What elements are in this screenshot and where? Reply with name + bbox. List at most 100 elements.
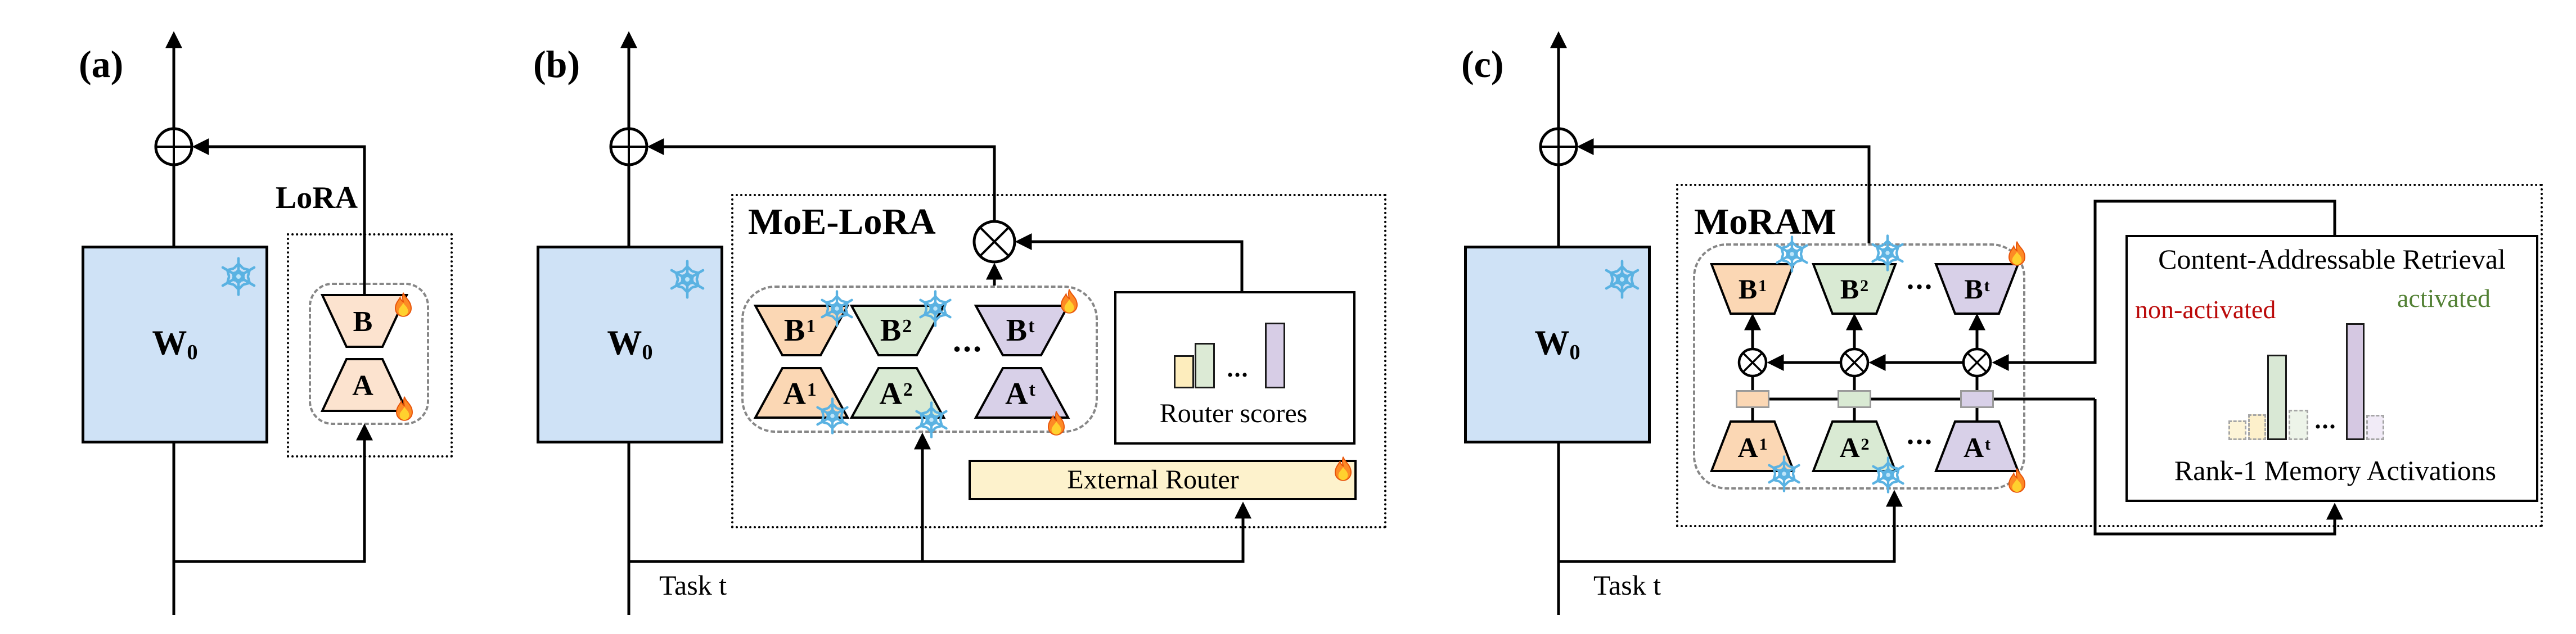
c-experts-b-ellipsis: ... [1907,263,1934,296]
c-sum-node [1539,127,1578,166]
flame-icon [396,396,413,421]
retrieval-box [2125,235,2538,502]
snowflake-icon [911,400,952,440]
snowflake-icon [666,258,709,301]
a-branch-arrow [174,423,373,563]
c-expert-b1-trapezoid [1710,263,1795,315]
c-expert-bt-trapezoid [1934,263,2020,315]
b-expert-b1-trapezoid [753,305,850,356]
non-activated-bar [2366,415,2384,440]
b-expert-at-label: At [1005,377,1035,411]
non-activated-bar [2248,414,2266,440]
retrieval-caption: Rank-1 Memory Activations [2174,455,2497,486]
snowflake-icon [915,288,956,329]
router-scores-chart: ... [1174,323,1285,388]
c-memory-vector-3 [1960,390,1994,408]
c-multiply-node-1 [1737,347,1768,378]
activated-bar [1174,355,1194,388]
c-task-label: Task t [1593,569,1661,601]
non-activated-bar [2228,420,2246,440]
c-expert-a2-label: A2 [1839,432,1870,463]
router-scores-label: Router scores [1159,398,1308,428]
b-expert-a1-label: A1 [783,377,817,411]
flame-icon [2008,241,2025,266]
b-expert-at-trapezoid [974,367,1070,419]
c-multiply-node-3 [1962,347,1992,378]
moram-dotted-box [1676,184,2543,527]
c-expert-b2-trapezoid [1812,263,1897,315]
c-expert-a1-label: A1 [1737,432,1768,463]
lora-title: LoRA [275,180,358,215]
activated-bar [1265,323,1285,388]
c-expert-b1-label: B1 [1738,273,1767,305]
snowflake-icon [217,255,260,298]
external-router-label: External Router [1067,465,1239,495]
flame-icon [1061,288,1078,314]
lora-dotted-box [287,233,453,458]
b-sum-node [609,127,648,166]
b-expert-b1-label: B1 [783,313,816,348]
c-w0-label: W0 [1534,324,1580,365]
moram-experts-dashed-box [1693,243,2025,490]
a-lora-b-trapezoid [320,294,409,348]
snowflake-icon [812,396,853,436]
flame-icon [1335,456,1352,481]
b-w0-label: W0 [607,324,653,365]
panel-a-label: (a) [79,43,124,85]
snowflake-icon [1764,454,1804,494]
moe-lora-title: MoE-LoRA [748,201,936,242]
a-sum-feed-arrow [192,138,366,296]
a-lora-a-label: A [352,370,373,402]
flame-icon [2008,468,2025,493]
snowflake-icon [1601,258,1643,301]
a-lora-b-label: B [353,306,373,338]
b-task-line [629,501,1251,563]
snowflake-icon [1772,234,1812,274]
b-expert-a2-trapezoid [849,367,946,419]
a-sum-node [154,127,193,166]
b-multiply-node [972,220,1016,264]
activated-bar [1195,343,1215,388]
snowflake-icon [817,288,857,329]
a-w0-label: W0 [152,324,198,365]
bar-chart-ellipsis: ... [1227,355,1249,382]
flame-icon [1048,410,1065,436]
moe-lora-dotted-box [731,194,1386,528]
retrieval-title: Content-Addressable Retrieval [2158,243,2506,275]
b-experts-ellipsis: ... [953,321,983,359]
snowflake-icon [1867,233,1908,273]
activated-label: activated [2397,284,2491,313]
b-expert-bt-trapezoid [974,305,1070,356]
non-activated-bar [2289,410,2308,440]
bar-chart-ellipsis: ... [2314,406,2337,434]
panel-c-label: (c) [1461,43,1504,85]
activated-bar [2267,355,2287,440]
c-experts-a-ellipsis: ... [1907,418,1934,451]
c-multiply-node-2 [1839,347,1870,378]
c-memory-vector-1 [1736,390,1769,408]
c-expert-at-label: At [1963,432,1991,463]
c-expert-bt-label: Bt [1964,273,1990,305]
c-memory-to-retrieval-arrow [2093,399,2343,536]
c-task-line [1559,490,1903,563]
panel-b-label: (b) [533,43,580,85]
snowflake-icon [1868,455,1908,495]
b-expert-a2-label: A2 [879,377,913,411]
moram-title: MoRAM [1694,201,1836,242]
b-task-label: Task t [659,569,727,601]
activated-bar [2346,323,2365,440]
c-retrieval-to-mul-arrow [1992,200,2336,371]
memory-activations-chart: ... [2228,316,2384,440]
b-expert-a1-trapezoid [753,367,850,419]
moe-lora-experts-dashed-box [741,286,1098,433]
non-activated-label: non-activated [2135,295,2276,324]
b-expert-bt-label: Bt [1006,313,1035,348]
c-expert-b2-label: B2 [1840,273,1869,305]
external-router-box [969,460,1357,500]
c-memory-vector-2 [1838,390,1871,408]
router-scores-box [1114,291,1355,445]
b-expert-b2-label: B2 [880,313,912,348]
b-router-score-arrow [1015,233,1244,291]
flame-icon [395,292,412,317]
